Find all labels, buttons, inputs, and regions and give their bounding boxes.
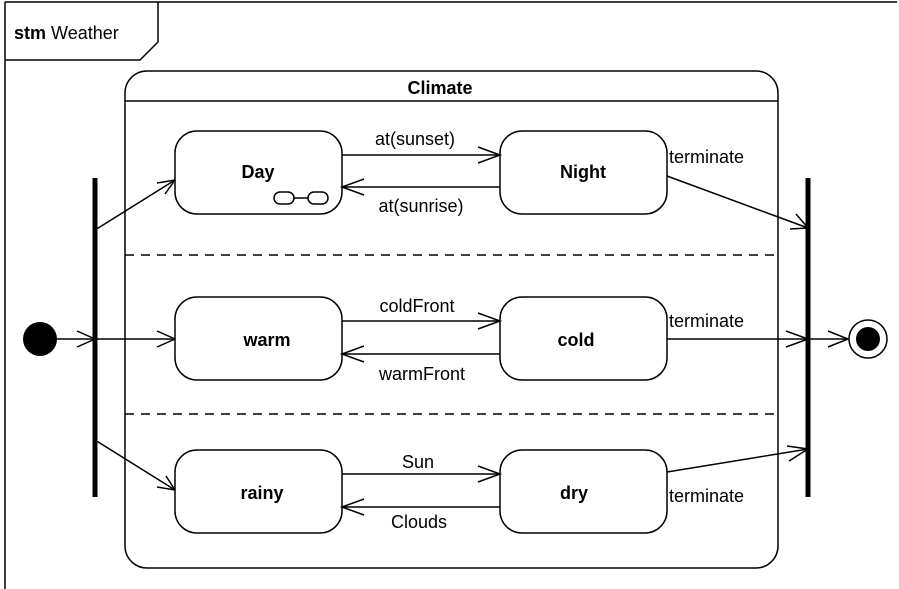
state-warm-label: warm [242,330,290,350]
transition-label-warm-front: warmFront [378,364,465,384]
transition-label-cold-front: coldFront [379,296,454,316]
transition-label-at-sunset: at(sunset) [375,129,455,149]
transition-label-clouds: Clouds [391,512,447,532]
transition-label-sun: Sun [402,452,434,472]
composite-state-icon [273,191,329,205]
transition-label-terminate-3: terminate [669,486,744,506]
arrowhead [827,330,851,348]
region-warm-cold: warm cold coldFront warmFront terminate [174,296,811,384]
arrowhead [339,498,365,516]
transition-label-terminate-1: terminate [669,147,744,167]
state-warm [174,296,343,381]
state-dry [499,449,668,534]
composite-state-name: Climate [407,78,472,98]
state-night [499,130,668,215]
region-rainy-dry: rainy dry Sun Clouds terminate [174,445,811,534]
state-cold-label: cold [557,330,594,350]
state-dry-label: dry [560,483,588,503]
arrowhead [786,445,811,462]
frame-name-tab [5,2,159,61]
region-day-night: Day Night at(sunset) at(sunrise) termina… [174,129,810,230]
state-day-label: Day [241,162,274,182]
state-rainy-label: rainy [240,483,283,503]
final-state-inner [856,327,880,351]
transition-label-at-sunrise: at(sunrise) [378,196,463,216]
frame-keyword: stm [14,23,46,43]
arrowhead [477,465,503,483]
state-night-label: Night [560,162,606,182]
initial-pseudostate [23,322,57,356]
state-rainy [174,449,343,534]
transition-night-to-join [666,175,809,229]
frame-label: stm Weather [14,23,119,43]
frame-name: Weather [51,23,119,43]
transition-label-terminate-2: terminate [669,311,744,331]
fork-to-rainy [94,439,176,491]
fork-to-day [94,179,176,231]
transition-dry-to-join [666,448,809,473]
arrowhead [339,345,365,363]
state-day [174,130,343,215]
frame: stm Weather [4,1,897,589]
arrowhead [339,178,365,196]
arrowhead [477,312,503,330]
arrowhead [477,146,503,164]
